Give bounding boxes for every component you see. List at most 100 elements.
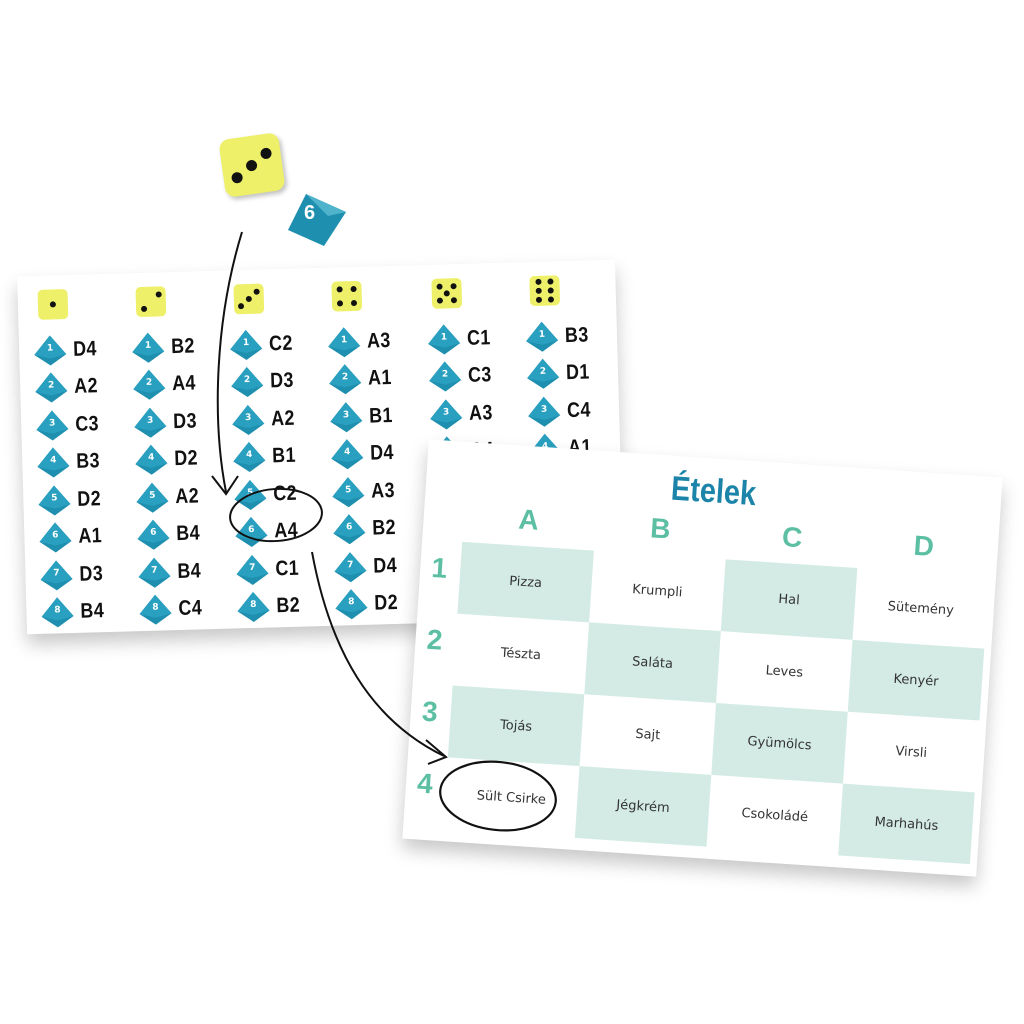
grid-coordinate: D3: [269, 368, 295, 393]
grid-cell: Tojás: [447, 685, 585, 767]
grid-coordinate: A1: [78, 524, 103, 549]
grid-coordinate: B1: [271, 443, 297, 468]
d8-number-icon: 5: [135, 481, 170, 514]
d8-number-icon: 1: [525, 320, 560, 353]
d8-number-icon: 4: [134, 444, 169, 477]
d8-number-icon: 8: [138, 593, 173, 626]
d8-number-icon: 8: [236, 591, 271, 624]
grid-coordinate: A4: [274, 518, 299, 543]
grid-coordinate: B2: [276, 593, 301, 618]
d8-number-icon: 8: [334, 588, 369, 621]
d8-number-icon: 5: [37, 484, 72, 517]
grid-cell: Krumpli: [631, 581, 683, 601]
die-face-1-icon: [37, 289, 69, 320]
d8-number-icon: 3: [133, 406, 168, 439]
grid-coordinate: D3: [79, 561, 104, 586]
d8-number-icon: 4: [232, 441, 267, 474]
d8-number-icon: 6: [234, 516, 269, 549]
grid-cell: Tészta: [500, 645, 542, 663]
grid-cell: Marhahús: [838, 783, 975, 865]
grid-coordinate: A2: [73, 374, 99, 399]
grid-coordinate: C1: [275, 556, 300, 581]
d8-number-icon: 7: [137, 556, 172, 589]
die-face-3-icon: [233, 283, 265, 315]
grid-cell: Pizza: [457, 541, 594, 623]
d8-number-icon: 4: [330, 438, 365, 471]
grid-cell: Csokoládé: [740, 805, 809, 825]
die-face-5-icon: [431, 278, 463, 309]
grid-coordinate: B3: [564, 323, 589, 347]
row-header-4: 4: [416, 767, 434, 800]
die-face-6-icon: [529, 275, 561, 307]
grid-coordinate: A4: [171, 371, 197, 396]
d8-number-icon: 3: [527, 395, 562, 428]
d8-number-icon: 5: [331, 476, 366, 509]
d8-number-icon: 1: [33, 334, 68, 367]
grid-coordinate: D2: [77, 486, 102, 511]
column-header-c: C: [781, 521, 804, 554]
grid-coordinate: A2: [270, 406, 296, 431]
column-header-b: B: [649, 512, 672, 545]
grid-coordinate: A1: [367, 366, 393, 390]
grid-cell: Sült Csirke: [476, 787, 547, 808]
die-face-4-icon: [331, 280, 363, 312]
d8-number-icon: 1: [131, 331, 166, 364]
d8-number-icon: 6: [332, 513, 367, 546]
grid-coordinate: D4: [72, 336, 98, 361]
d8-number-icon: 3: [231, 403, 266, 436]
grid-coordinate: A2: [174, 484, 200, 508]
grid-cell: Gyümölcs: [711, 702, 848, 784]
row-header-1: 1: [430, 551, 449, 584]
d8-number-icon: 8: [40, 596, 75, 629]
grid-cell: Sajt: [634, 726, 661, 743]
grid-coordinate: D3: [172, 409, 198, 433]
row-header-2: 2: [425, 623, 444, 656]
d8-number-icon: 2: [34, 371, 69, 404]
grid-coordinate: B1: [368, 403, 394, 428]
grid-cell: Sütemény: [887, 598, 955, 619]
d8-number-icon: 1: [427, 323, 462, 356]
row-header-3: 3: [421, 695, 439, 728]
grid-coordinate: A3: [370, 478, 396, 503]
d8-number-icon: 7: [333, 551, 368, 584]
column-header-a: A: [517, 503, 540, 536]
grid-coordinate: C2: [272, 481, 298, 506]
grid-cell: Kenyér: [847, 639, 985, 721]
d8-number-icon: 3: [429, 398, 464, 431]
lookup-column: 1B32D13C44A1: [523, 274, 618, 468]
grid-coordinate: B4: [177, 559, 202, 583]
d8-number-icon: 2: [526, 358, 561, 391]
grid-cell: Virsli: [894, 743, 928, 761]
d8-number-icon: 2: [230, 366, 265, 399]
d8-die: 6: [284, 190, 348, 254]
